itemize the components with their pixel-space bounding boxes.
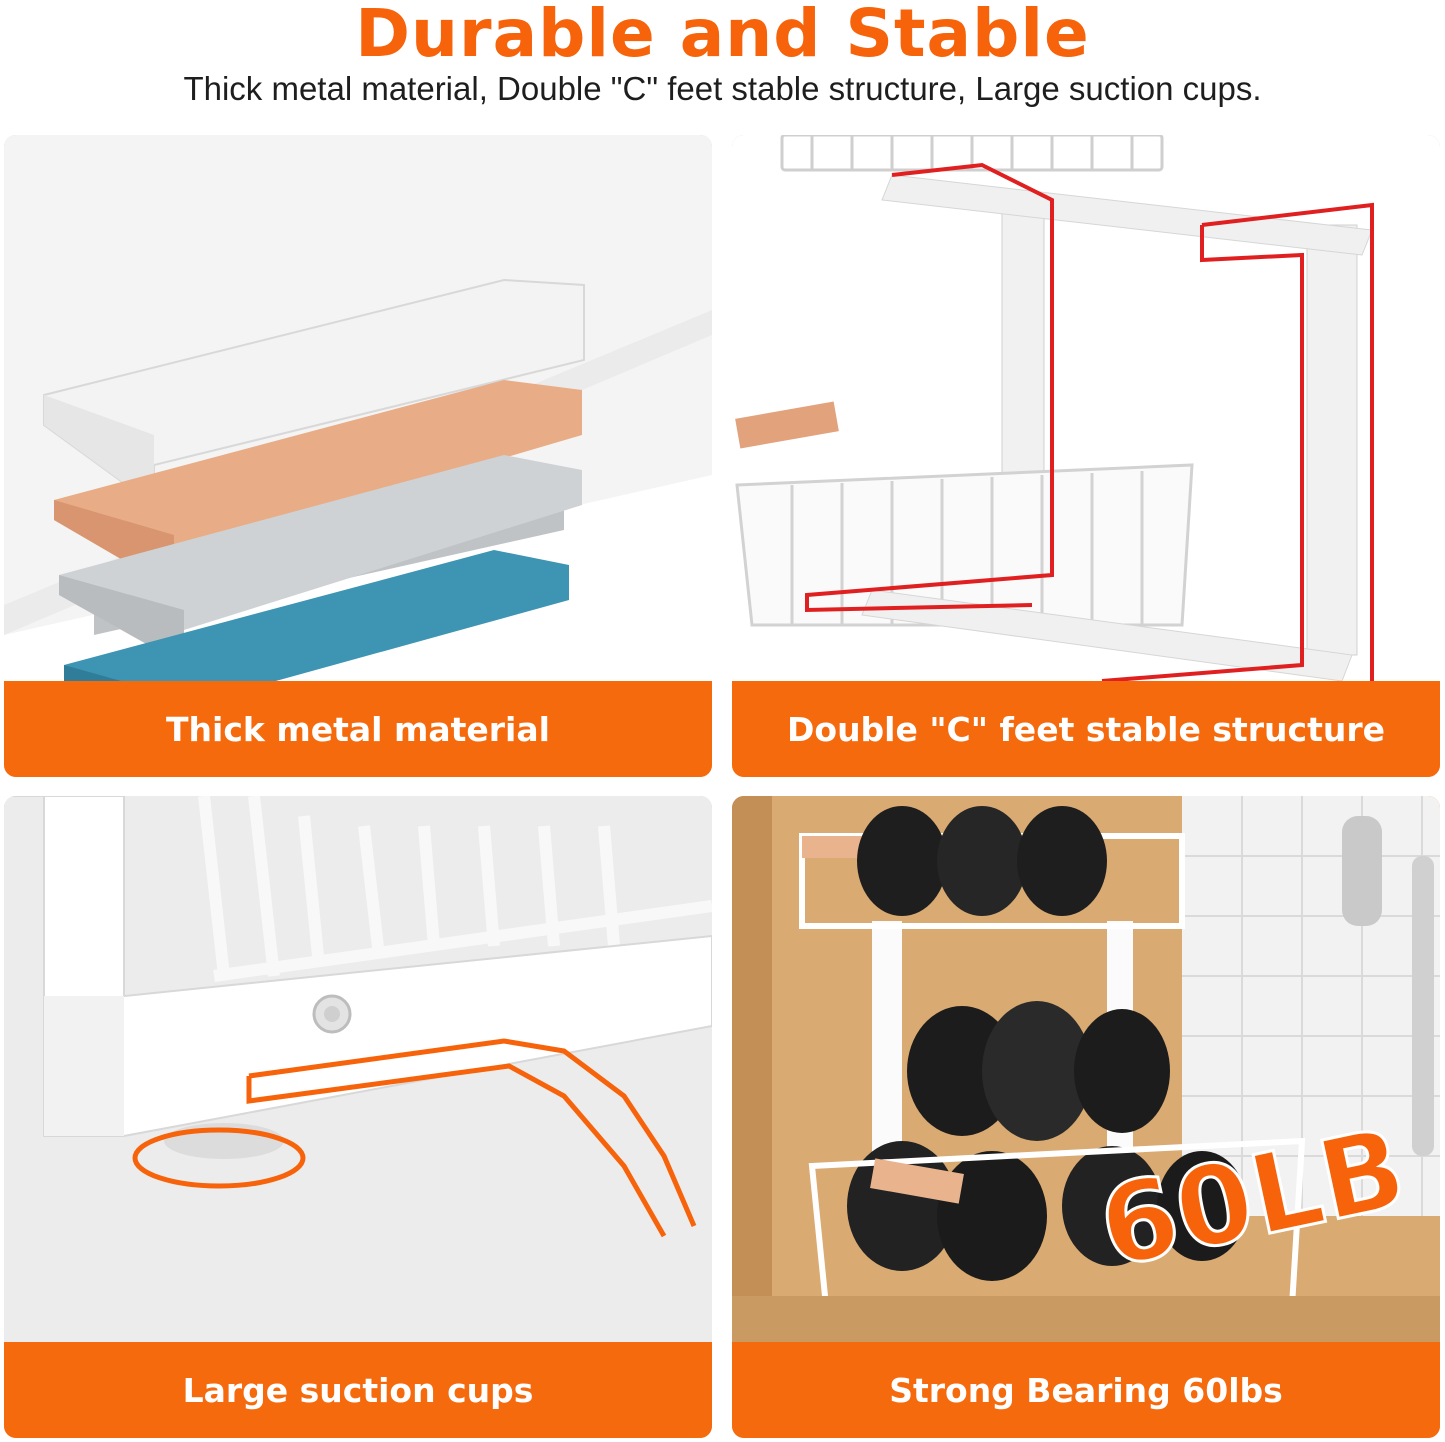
panel-label-banner: Strong Bearing 60lbs [732, 1342, 1440, 1438]
panel-label-banner: Large suction cups [4, 1342, 712, 1438]
panel-label-banner: Double "C" feet stable structure [732, 681, 1440, 777]
c-feet-structure-illustration [732, 135, 1440, 681]
panel-label: Strong Bearing 60lbs [889, 1370, 1283, 1410]
suction-cup-illustration [4, 796, 712, 1342]
feature-panel-thick-metal: Thick metal material [4, 135, 712, 777]
page-subtitle: Thick metal material, Double "C" feet st… [183, 70, 1262, 107]
metal-layers-illustration [4, 135, 712, 681]
feature-panel-strong-bearing: 60LB Strong Bearing 60lbs [732, 796, 1440, 1438]
panel-label: Double "C" feet stable structure [787, 709, 1385, 749]
panel-label: Large suction cups [182, 1370, 534, 1410]
page-title: Durable and Stable [355, 0, 1090, 72]
feature-panel-c-feet: Double "C" feet stable structure [732, 135, 1440, 777]
panel-label-banner: Thick metal material [4, 681, 712, 777]
panel-label: Thick metal material [166, 709, 550, 749]
feature-panel-suction-cups: Large suction cups [4, 796, 712, 1438]
dumbbell-load-illustration: 60LB [732, 796, 1440, 1342]
